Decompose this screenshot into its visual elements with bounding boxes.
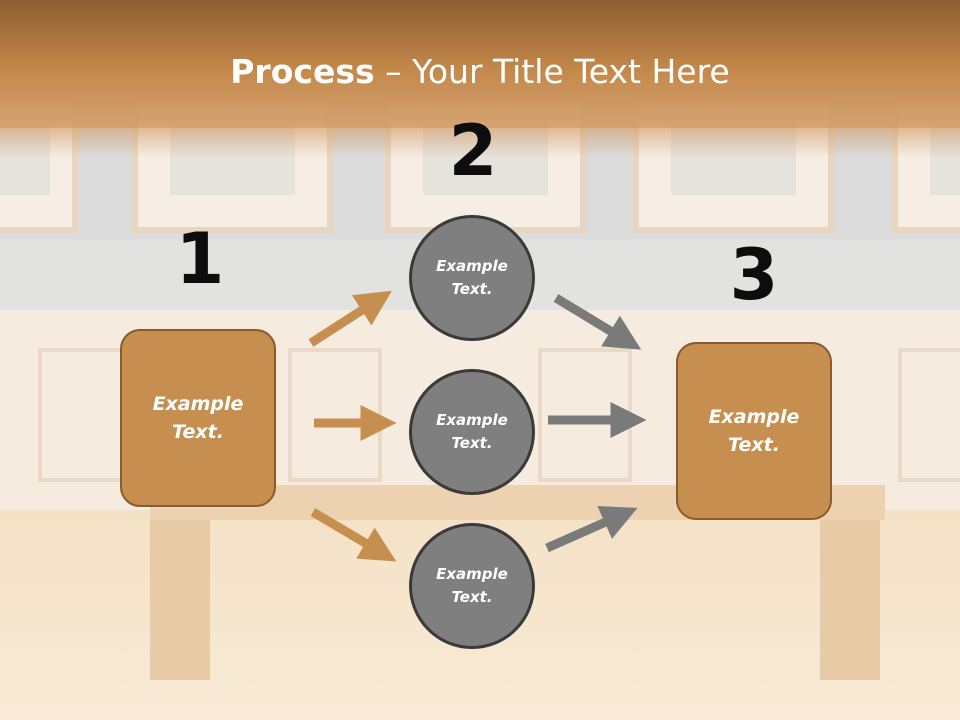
circle-bottom-line2: Text. <box>451 588 493 606</box>
arrow-left-to-top <box>308 290 392 347</box>
arrow-left-to-bottom <box>310 508 397 562</box>
circle-top-line1: Example <box>436 256 508 275</box>
step-number-1: 1 <box>175 218 225 300</box>
step-number-2: 2 <box>448 110 498 192</box>
title-rest: – Your Title Text Here <box>374 52 730 91</box>
arrow-bottom-to-right <box>545 506 638 553</box>
left-box-line1: Example <box>152 392 244 415</box>
arrow-top-to-right <box>553 294 642 350</box>
circle-middle-line2: Text. <box>451 434 493 452</box>
right-box-line1: Example <box>708 405 800 428</box>
circle-bottom-line1: Example <box>436 564 508 583</box>
circle-middle-line1: Example <box>436 410 508 429</box>
slide-title: Process – Your Title Text Here <box>0 52 960 91</box>
right-box-line2: Text. <box>728 434 780 456</box>
circle-top-line2: Text. <box>451 280 493 298</box>
title-bold: Process <box>230 52 375 91</box>
step-number-3: 3 <box>729 234 779 316</box>
left-box-line2: Text. <box>172 421 224 443</box>
